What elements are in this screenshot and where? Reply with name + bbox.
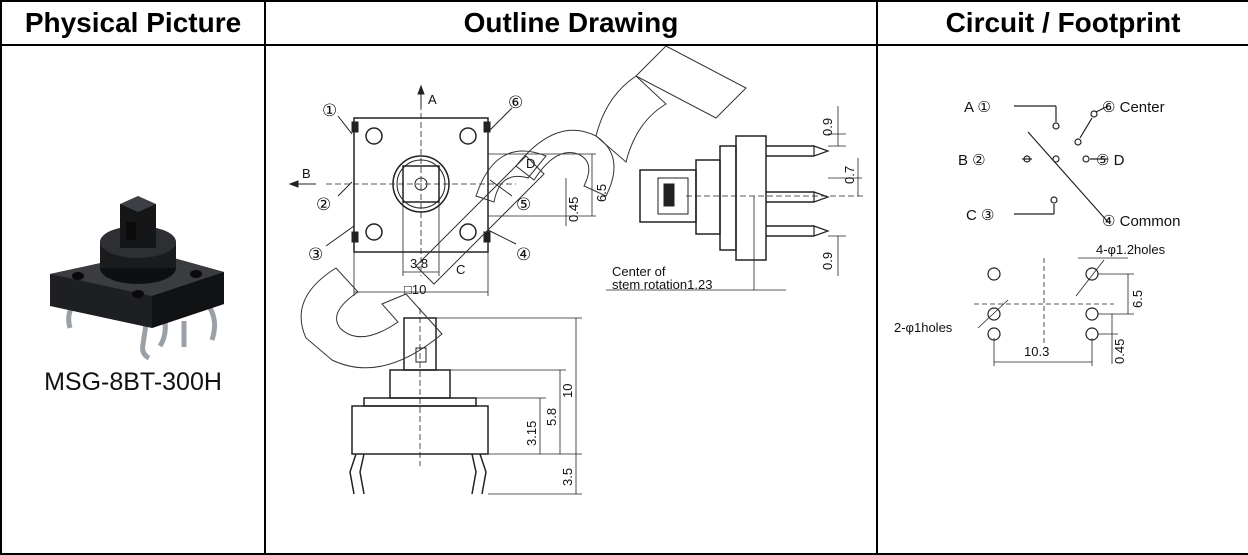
physical-picture-cell: MSG-8BT-300H [0,44,266,555]
pin6-label: ⑥ [508,93,523,112]
header-physical-picture: Physical Picture [0,0,266,46]
circuit-footprint-cell: A ① B ② C ③ ⑥ Center ⑤ D ④ Common 4-φ1.2… [876,44,1248,555]
circuit-label-center: ⑥ Center [1102,99,1165,116]
switch-photo [50,196,224,361]
outline-drawing [288,46,866,495]
dim-0-45-top: 0.45 [566,197,581,222]
header-outline-drawing: Outline Drawing [264,0,878,46]
circuit-labels: A ① B ② C ③ ⑥ Center ⑤ D ④ Common 4-φ1.2… [894,99,1180,364]
footprint-2-holes-label: 2-φ1holes [894,320,953,335]
footprint-4-holes-label: 4-φ1.2holes [1096,242,1166,257]
dim-0-7: 0.7 [842,166,857,184]
dim-0-9-upper: 0.9 [820,118,835,136]
dim-3-15: 3.15 [524,421,539,446]
footprint-dim-6-5: 6.5 [1130,290,1145,308]
circuit-label-a: A ① [964,99,991,116]
dim-6-5-top: 6.5 [594,184,609,202]
dim-5-8: 5.8 [544,408,559,426]
label-d: D [526,156,535,171]
pin4-label: ④ [516,245,531,264]
dim-3-8: 3.8 [410,256,428,271]
pin2-label: ② [316,195,331,214]
label-b: B [302,166,311,181]
dim-10-square: □10 [404,282,426,297]
circuit-label-common: ④ Common [1102,213,1180,230]
watermark-gloria-outline [300,46,747,369]
model-number: MSG-8BT-300H [44,368,222,396]
dim-10-height: 10 [560,384,575,398]
stem-rotation-label: stem rotation1.23 [612,277,712,292]
outline-labels: ① ⑥ ② ⑤ ③ ④ A B C D 3.8 □10 6.5 0.45 0.9… [302,92,857,486]
header-circuit-footprint: Circuit / Footprint [876,0,1248,46]
center-of-label: Center of [612,264,666,279]
footprint-dim-10-3: 10.3 [1024,344,1049,359]
dim-0-9-lower: 0.9 [820,252,835,270]
circuit-label-b: B ② [958,152,986,169]
circuit-label-c: C ③ [966,207,994,224]
pin1-label: ① [322,101,337,120]
pin3-label: ③ [308,245,323,264]
outline-drawing-cell: ① ⑥ ② ⑤ ③ ④ A B C D 3.8 □10 6.5 0.45 0.9… [264,44,878,555]
label-c: C [456,262,465,277]
dim-3-5: 3.5 [560,468,575,486]
pin5-label: ⑤ [516,195,531,214]
circuit-label-d: ⑤ D [1096,152,1125,169]
footprint-dim-0-45: 0.45 [1112,339,1127,364]
label-a: A [428,92,437,107]
circuit-diagram [974,105,1134,366]
